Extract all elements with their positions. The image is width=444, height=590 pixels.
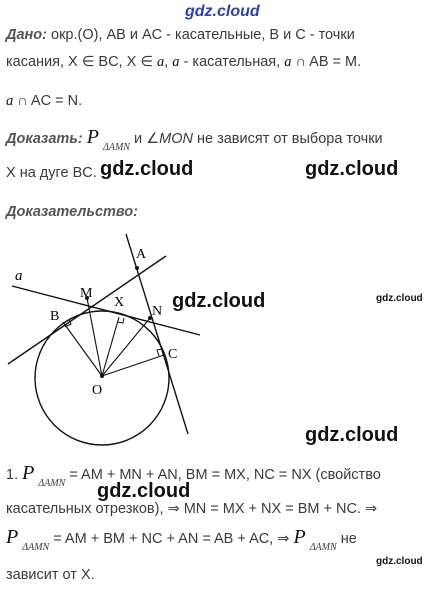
given-label: Дано:	[6, 27, 47, 43]
right-angle-b	[64, 319, 72, 328]
given-line-1: Дано: окр.(O), AB и AC - касательные, B …	[6, 27, 355, 43]
prove-label: Доказать:	[6, 131, 83, 147]
prove-line-2: X на дуге BC.	[6, 165, 97, 181]
point-m	[85, 296, 89, 300]
proof-line: Доказательство:	[6, 203, 138, 221]
circle	[34, 310, 170, 446]
watermark-5: gdz.cloud	[305, 424, 399, 446]
label-x: X	[114, 295, 124, 310]
watermark-6: gdz.cloud	[97, 480, 191, 502]
point-a	[135, 266, 139, 270]
right-angle-c	[156, 348, 163, 357]
watermark-7: gdz.cloud	[376, 556, 423, 567]
given-line-3: a ∩ AC = N.	[6, 93, 83, 109]
label-o: O	[92, 383, 102, 398]
label-b: B	[50, 309, 59, 324]
watermark-4: gdz.cloud	[376, 293, 423, 304]
right-angle-x	[116, 317, 125, 324]
line-ac	[125, 233, 189, 435]
radius-oc	[101, 354, 165, 377]
given-line-2: касания, X ∈ BC, X ∈ a, a - касательная,…	[6, 54, 362, 70]
label-line-a: a	[15, 268, 23, 284]
line-ab	[7, 255, 167, 365]
label-m: M	[80, 286, 93, 301]
label-c: C	[168, 347, 177, 362]
watermark-2: gdz.cloud	[305, 158, 399, 180]
label-a: A	[136, 247, 147, 262]
segment-on	[101, 317, 151, 377]
point-o	[100, 374, 104, 378]
line-a-tangent	[11, 285, 201, 336]
solution-line-2: касательных отрезков), ⇒ MN = MX + NX = …	[6, 501, 378, 517]
watermark-3: gdz.cloud	[172, 290, 266, 312]
solution-line-4: зависит от X.	[6, 567, 95, 583]
radius-ox	[101, 316, 120, 377]
geometry-figure: A a M X N B C O	[7, 233, 201, 446]
radius-ob	[62, 321, 103, 377]
site-title: gdz.cloud	[185, 3, 260, 20]
segment-om	[86, 297, 103, 377]
watermark-1: gdz.cloud	[100, 158, 194, 180]
label-n: N	[152, 304, 162, 319]
proof-label: Доказательство:	[6, 204, 138, 220]
point-n	[148, 316, 152, 320]
